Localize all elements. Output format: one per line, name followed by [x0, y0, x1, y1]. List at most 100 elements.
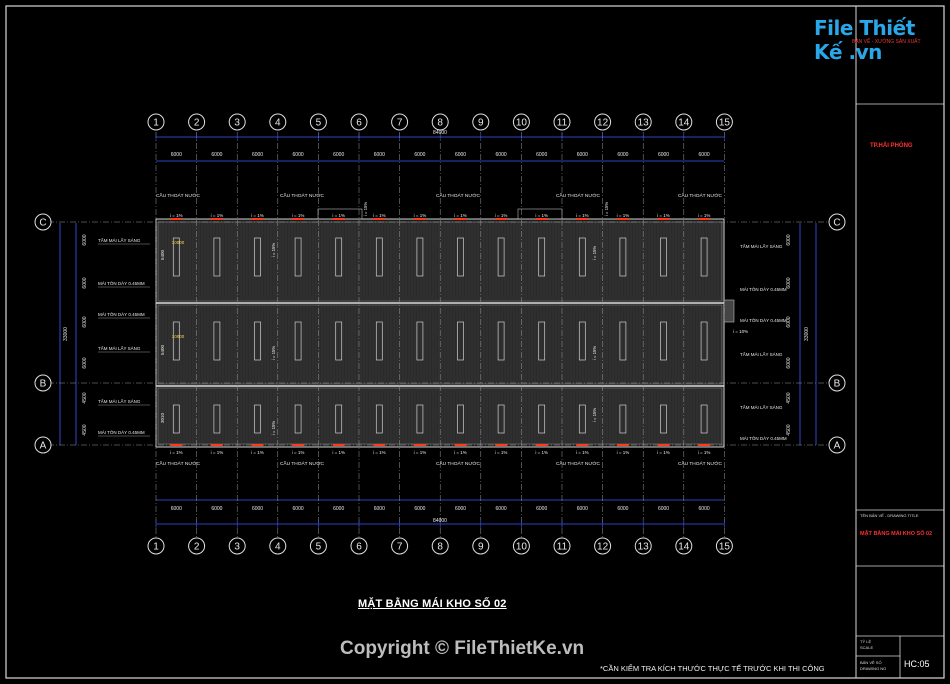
skylight: [497, 237, 505, 277]
skylight: [497, 404, 505, 434]
grid-bubble-8-top: 8: [431, 113, 449, 131]
drawing-no-label-en: DRAWING NO: [860, 666, 887, 671]
dim-ridge: 10000: [172, 240, 185, 245]
drain-mark: [251, 218, 264, 220]
gutter-label-bottom: CẦU THOÁT NƯỚC: [678, 460, 723, 467]
skylight: [619, 404, 627, 434]
skylight: [416, 404, 424, 434]
grid-label-7: 7: [397, 542, 403, 553]
skylight: [660, 404, 667, 434]
dim-span: 5400: [160, 344, 165, 355]
side-label-left: MÁI TÔN DÀY 0.45MM: [98, 429, 145, 435]
skylight: [254, 321, 261, 361]
skylight: [213, 321, 221, 361]
dim-bay-top: 6000: [333, 152, 344, 158]
slope-label-bottom: i = 1%: [657, 450, 670, 455]
grid-label-C: C: [39, 218, 46, 229]
slope-label-bottom: i = 1%: [698, 450, 711, 455]
drain-mark: [373, 218, 386, 220]
grid-label-9: 9: [478, 542, 484, 553]
slope-label-top: i = 1%: [292, 213, 305, 218]
side-label-right: TẤM MÁI LẤY SÁNG: [740, 404, 783, 410]
side-label-left: MÁI TÔN DÀY 0.45MM: [98, 280, 145, 286]
drain-mark: [210, 444, 223, 446]
gutter-label-bottom: CẦU THOÁT NƯỚC: [280, 460, 325, 467]
skylight: [375, 321, 383, 361]
skylight: [416, 237, 424, 277]
dim-left: 4500: [82, 424, 88, 435]
dim-bay-bottom: 6000: [293, 506, 304, 512]
grid-bubble-5-bottom: 5: [309, 537, 327, 555]
side-label-right: TẤM MÁI LẤY SÁNG: [740, 243, 783, 249]
dim-bay-bottom: 6000: [252, 506, 263, 512]
skylight: [497, 321, 505, 361]
drain-mark: [170, 218, 183, 220]
skylight: [457, 237, 464, 277]
dim-right: 6000: [786, 234, 792, 245]
slope-label-top: i = 1%: [535, 213, 548, 218]
drain-mark: [332, 218, 345, 220]
grid-bubble-1-top: 1: [147, 113, 165, 131]
skylight: [213, 237, 221, 277]
grid-label-5: 5: [316, 542, 322, 553]
grid-label-11: 11: [557, 118, 568, 129]
drain-mark: [495, 218, 508, 220]
skylight: [700, 237, 708, 277]
slope-label-gutter: i = 15%: [363, 202, 368, 217]
grid-bubble-15-top: 15: [715, 113, 733, 131]
slope-label-skylight: i = 15%: [592, 408, 597, 423]
dim-bay-top: 6000: [617, 152, 628, 158]
dim-bay-top: 6000: [699, 152, 710, 158]
gutter-label-top: CẦU THOÁT NƯỚC: [678, 192, 723, 199]
dim-bay-bottom: 6000: [617, 506, 628, 512]
grid-bubble-9-top: 9: [472, 113, 490, 131]
drain-mark: [413, 444, 426, 446]
slope-label-skylight: i = 15%: [592, 246, 597, 261]
drain-mark: [495, 444, 508, 446]
title-block-border: [855, 5, 945, 679]
grid-bubble-9-bottom: 9: [472, 537, 490, 555]
dim-left: 6000: [82, 234, 88, 245]
slope-label-bottom: i = 1%: [454, 450, 467, 455]
grid-bubble-12-bottom: 12: [594, 537, 612, 555]
skylight: [335, 237, 343, 277]
dim-right-total: 33000: [804, 327, 810, 341]
grid-label-2: 2: [194, 542, 200, 553]
grid-label-3: 3: [234, 118, 240, 129]
grid-label-8: 8: [437, 118, 443, 129]
logo-tagline: BẢN VẼ - XƯỞNG SẢN XUẤT: [852, 39, 921, 45]
drain-mark: [454, 218, 467, 220]
grid-bubble-7-bottom: 7: [391, 537, 409, 555]
slope-label-top: i = 1%: [495, 213, 508, 218]
grid-label-A: A: [40, 441, 47, 452]
grid-bubble-B-left: B: [34, 374, 52, 392]
grid-bubble-2-top: 2: [188, 113, 206, 131]
dim-bay-top: 6000: [455, 152, 466, 158]
dim-right: 6000: [786, 277, 792, 288]
gutter-label-top: CẦU THOÁT NƯỚC: [436, 192, 481, 199]
slope-label-top: i = 1%: [170, 213, 183, 218]
dim-bay-top: 6000: [496, 152, 507, 158]
dim-bay-bottom: 6000: [455, 506, 466, 512]
skylight: [457, 321, 464, 361]
dim-span: 5400: [160, 249, 165, 260]
grid-bubble-6-top: 6: [350, 113, 368, 131]
grid-bubble-14-top: 14: [675, 113, 693, 131]
dim-bay-top: 6000: [536, 152, 547, 158]
grid-label-14: 14: [678, 118, 690, 129]
project-location: TP.HẢI PHÒNG: [870, 143, 913, 149]
grid-bubble-B-right: B: [828, 374, 846, 392]
skylight: [700, 404, 708, 434]
grid-bubble-C-right: C: [828, 213, 846, 231]
dim-right: 4500: [786, 392, 792, 403]
grid-label-10: 10: [516, 542, 528, 553]
grid-label-7: 7: [397, 118, 403, 129]
drain-mark: [616, 444, 629, 446]
drain-mark: [698, 444, 711, 446]
skylight: [335, 404, 343, 434]
drain-mark: [210, 218, 223, 220]
dim-left: 6000: [82, 357, 88, 368]
skylight: [538, 404, 546, 434]
grid-bubble-10-bottom: 10: [512, 537, 530, 555]
gutter-label-top: CẦU THOÁT NƯỚC: [280, 192, 325, 199]
